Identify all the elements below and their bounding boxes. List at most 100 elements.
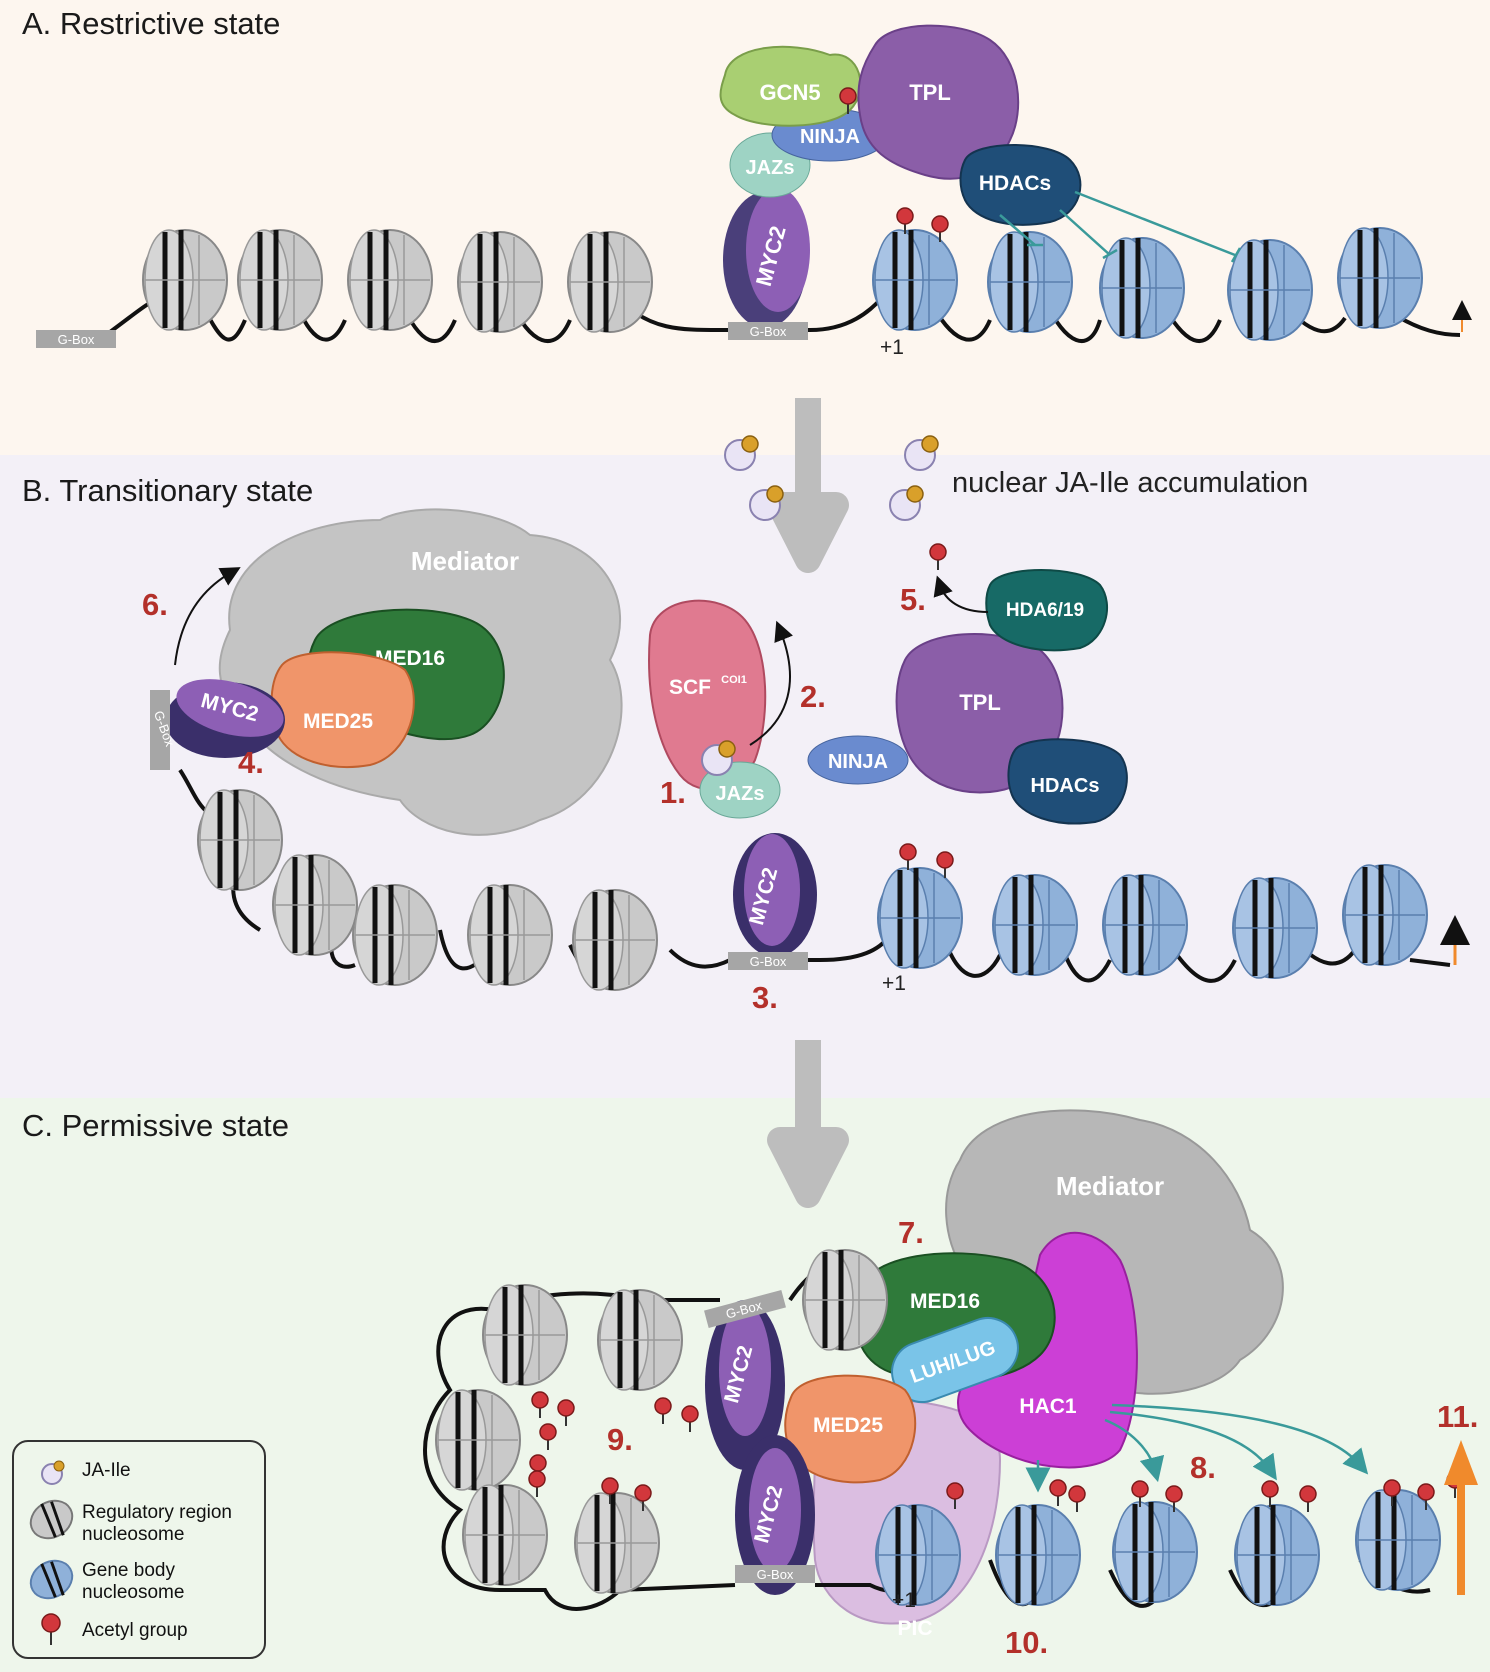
hdacs-protein	[1007, 738, 1128, 825]
step-1: 1.	[660, 775, 686, 810]
acetyl-group	[531, 1391, 549, 1419]
acetyl-group	[528, 1470, 546, 1498]
g-box	[728, 952, 808, 970]
ja-ile-icon	[41, 1460, 65, 1485]
gene-body-nucleosome	[1233, 878, 1317, 978]
tss-plus-one: +1	[880, 336, 904, 359]
regulatory-nucleosome	[436, 1390, 520, 1490]
regulatory-nucleosome	[238, 230, 322, 330]
panel-b-title: B. Transitionary state	[22, 473, 314, 508]
tss-plus-one: +1	[892, 1589, 916, 1612]
gene-body-nucleosome	[988, 232, 1072, 332]
jazs-label: JAZs	[746, 157, 795, 179]
panel-b-art: Mediator MED16 MED25 MYC2 G-Box MYC2 G	[150, 508, 1470, 995]
gene-body-nucleosome	[876, 1505, 960, 1605]
hdacs-protein	[959, 144, 1082, 226]
myc2-protein	[749, 1448, 801, 1572]
g-box-label: G-Box	[757, 1567, 794, 1582]
transition-note: nuclear JA-Ile accumulation	[952, 467, 1308, 499]
regulatory-nucleosome	[353, 885, 437, 985]
gene-body-nucleosome	[996, 1505, 1080, 1605]
regulatory-nucleosome	[598, 1290, 682, 1390]
gene-body-nucleosome	[1103, 875, 1187, 975]
gene-body-nucleosome	[878, 868, 962, 968]
ninja-protein	[807, 735, 909, 785]
deacetylation-arrow	[933, 575, 989, 613]
gcn5-protein	[719, 45, 862, 127]
regulatory-nucleosome-icon	[29, 1499, 74, 1540]
ja-ile-molecule	[904, 435, 939, 471]
transition-arrow-a-b	[767, 398, 849, 573]
acetyl-group	[1068, 1485, 1086, 1513]
myc2-protein	[176, 679, 284, 737]
hda6-19-label: HDA6/19	[1006, 600, 1084, 621]
gene-body-nucleosome	[1338, 228, 1422, 328]
gene-body-nucleosome	[1228, 240, 1312, 340]
step-5: 5.	[900, 582, 926, 617]
acetyl-group	[1299, 1485, 1317, 1513]
regulatory-nucleosome	[575, 1493, 659, 1593]
step-11: 11.	[1437, 1399, 1478, 1434]
g-box-label: G-Box	[750, 324, 787, 339]
myc2-protein	[744, 834, 800, 946]
recruitment-arrow	[174, 567, 241, 666]
hdac-inhibition	[999, 214, 1043, 247]
expression-arrowhead	[1444, 1440, 1478, 1485]
legend-gene-body-nucleosome: Gene body nucleosome	[82, 1560, 185, 1603]
regulatory-nucleosome	[573, 890, 657, 990]
regulatory-nucleosome	[273, 855, 357, 955]
g-box	[728, 322, 808, 340]
panel-transitionary: B. Transitionary state	[0, 455, 1490, 1098]
legend-ja-ile: JA-Ile	[82, 1460, 131, 1481]
g-box	[704, 1289, 786, 1329]
gcn5-label: GCN5	[759, 80, 820, 105]
regulatory-nucleosome	[198, 790, 282, 890]
acetylation-arrow	[1109, 1410, 1277, 1481]
step-10: 10.	[1005, 1625, 1048, 1660]
panel-a-art: G-Box +1 MYC2 G-Box JAZs NINJA	[36, 24, 1472, 359]
jazs-label: JAZs	[716, 783, 765, 805]
acetyl-group	[1049, 1479, 1067, 1507]
step-8: 8.	[1190, 1450, 1216, 1485]
scf-label: SCF	[669, 676, 711, 699]
hac1-label: HAC1	[1019, 1395, 1076, 1418]
step-9: 9.	[607, 1422, 633, 1457]
tpl-label: TPL	[959, 690, 1001, 715]
gene-body-nucleosome	[993, 875, 1077, 975]
regulatory-nucleosome	[143, 230, 227, 330]
panel-c-art: Mediator PIC HAC1 MED16 LUH/LUG MED25 MY…	[423, 1109, 1478, 1640]
regulatory-nucleosome	[463, 1485, 547, 1585]
acetyl-group	[654, 1397, 672, 1425]
myc2-protein	[746, 188, 810, 312]
g-box	[36, 330, 116, 348]
step-7: 7.	[898, 1215, 924, 1250]
step-6: 6.	[142, 587, 168, 622]
regulatory-nucleosome	[468, 885, 552, 985]
transition-arrow-b-c	[767, 1040, 849, 1208]
g-box-label: G-Box	[58, 332, 95, 347]
gene-body-nucleosome	[1343, 865, 1427, 965]
step-2: 2.	[800, 679, 826, 714]
hda6-19-protein	[985, 569, 1109, 652]
gene-body-nucleosome	[1113, 1502, 1197, 1602]
acetyl-group	[1261, 1480, 1279, 1508]
hdac-inhibition	[1074, 190, 1242, 263]
gene-body-nucleosome	[1356, 1490, 1440, 1590]
jazs-protein	[699, 761, 781, 819]
ja-ile-molecule	[889, 485, 924, 521]
regulatory-nucleosome	[458, 232, 542, 332]
luh-lug-protein	[891, 1317, 1019, 1403]
panel-c-title: C. Permissive state	[22, 1108, 290, 1143]
ja-ile-molecule	[724, 435, 759, 471]
med25-label: MED25	[813, 1414, 883, 1437]
regulatory-nucleosome	[803, 1250, 887, 1350]
scf-coi1-protein	[648, 599, 767, 791]
tss-plus-one: +1	[882, 972, 906, 995]
med25-label: MED25	[303, 710, 373, 733]
g-box	[150, 690, 170, 770]
legend: JA-Ile Regulatory region nucleosome Gene…	[12, 1440, 266, 1659]
panel-a-title: A. Restrictive state	[22, 6, 281, 41]
degradation-arrow	[749, 620, 793, 746]
